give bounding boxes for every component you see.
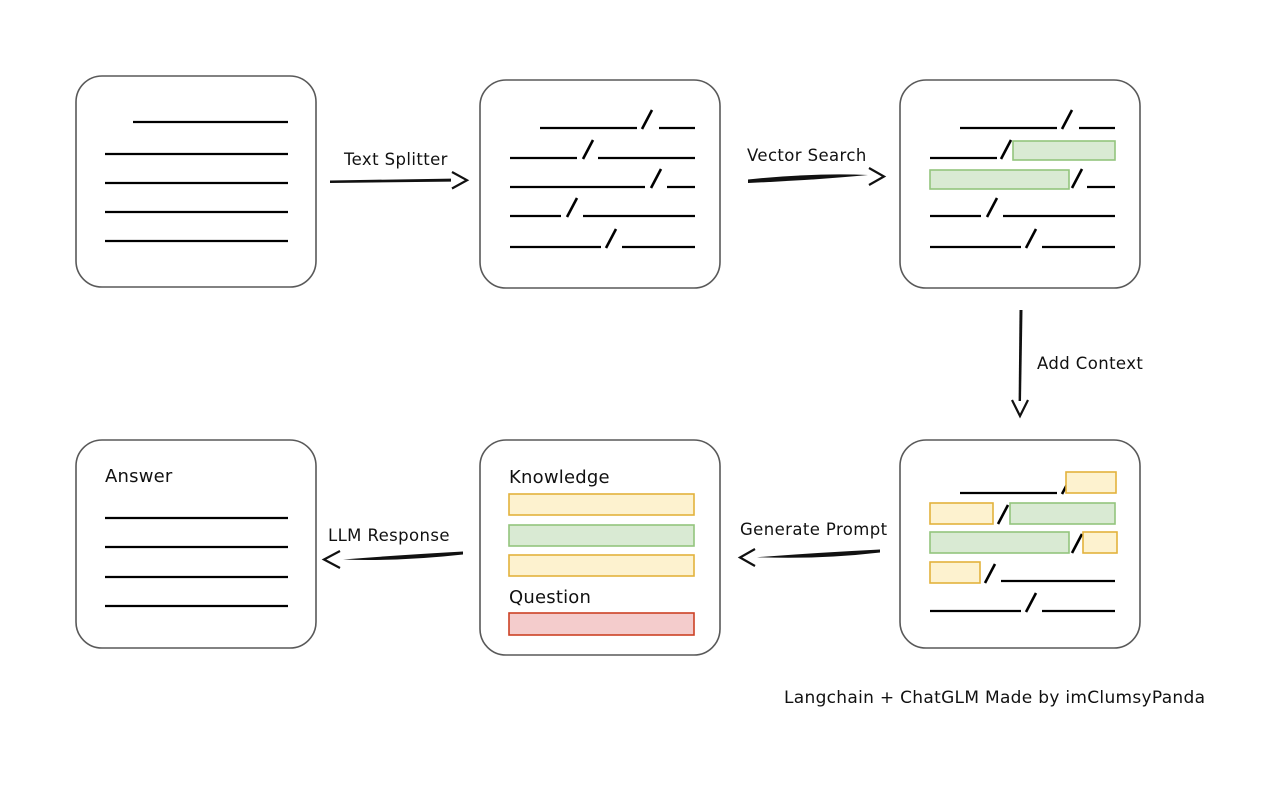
- context-highlight-green-1[interactable]: [1009, 502, 1116, 525]
- edge-text-splitter-label: Text Splitter: [343, 150, 448, 169]
- node-answer-card[interactable]: Answer: [75, 439, 317, 649]
- knowledge-bar-green-1[interactable]: [508, 524, 695, 547]
- edge-generate-prompt-label: Generate Prompt: [740, 520, 888, 539]
- add-context-arrow-shaft: [1018, 310, 1023, 401]
- node-split-document[interactable]: [479, 79, 721, 289]
- split-slash-3: [649, 168, 663, 189]
- split-slash-2: [581, 139, 595, 160]
- vector-search-arrow-head: [868, 167, 887, 186]
- edge-vector-search[interactable]: Vector Search: [747, 146, 887, 186]
- answer-heading: Answer: [105, 466, 173, 487]
- edge-add-context-label: Add Context: [1037, 354, 1143, 373]
- node-source-document[interactable]: [75, 75, 317, 288]
- generate-prompt-arrow-shaft: [757, 549, 880, 558]
- llm-response-arrow-shaft: [343, 551, 463, 560]
- context-highlight-yellow-2[interactable]: [929, 502, 994, 525]
- knowledge-bar-yellow-1[interactable]: [508, 493, 695, 516]
- matched-slash-4: [985, 197, 999, 218]
- split-slash-1: [640, 109, 654, 130]
- edge-llm-response[interactable]: LLM Response: [321, 526, 463, 569]
- question-bar-red-1[interactable]: [508, 612, 695, 636]
- generate-prompt-arrow-head: [737, 548, 756, 567]
- edge-add-context[interactable]: Add Context: [1011, 310, 1143, 419]
- matched-highlight-green-1[interactable]: [1012, 140, 1116, 161]
- matched-slash-1: [1060, 109, 1074, 130]
- matched-slash-3: [1070, 168, 1084, 189]
- context-slash-3: [1070, 533, 1084, 554]
- source-document-frame: [75, 75, 317, 288]
- edge-vector-search-label: Vector Search: [747, 146, 867, 165]
- llm-response-arrow-head: [321, 550, 341, 569]
- edge-text-splitter[interactable]: Text Splitter: [330, 150, 470, 190]
- knowledge-bar-yellow-2[interactable]: [508, 554, 695, 577]
- add-context-arrow-head: [1011, 399, 1029, 419]
- context-slash-5: [1024, 592, 1038, 613]
- split-document-frame: [479, 79, 721, 289]
- context-highlight-yellow-1[interactable]: [1065, 471, 1117, 494]
- split-slash-4: [565, 197, 579, 218]
- split-slash-5: [604, 228, 618, 249]
- context-slash-2: [996, 504, 1010, 525]
- answer-card-frame: [75, 439, 317, 649]
- context-slash-4: [983, 563, 997, 584]
- matched-slash-5: [1024, 228, 1038, 249]
- context-highlight-green-2[interactable]: [929, 531, 1070, 554]
- edge-llm-response-label: LLM Response: [328, 526, 450, 545]
- prompt-knowledge-heading: Knowledge: [509, 467, 610, 488]
- prompt-question-heading: Question: [509, 587, 591, 608]
- context-highlight-yellow-4[interactable]: [929, 561, 981, 584]
- text-splitter-arrow-head: [451, 171, 470, 190]
- node-matched-document[interactable]: [899, 79, 1141, 289]
- matched-highlight-green-2[interactable]: [929, 169, 1070, 190]
- matched-slash-2: [999, 139, 1013, 160]
- text-splitter-arrow-shaft: [330, 178, 451, 183]
- footer-credit: Langchain + ChatGLM Made by imClumsyPand…: [784, 688, 1205, 708]
- node-context-document[interactable]: [899, 439, 1141, 649]
- vector-search-arrow-shaft: [748, 174, 868, 183]
- node-prompt-card[interactable]: Knowledge Question: [479, 439, 721, 656]
- edge-generate-prompt[interactable]: Generate Prompt: [737, 520, 888, 567]
- context-highlight-yellow-3[interactable]: [1082, 531, 1118, 554]
